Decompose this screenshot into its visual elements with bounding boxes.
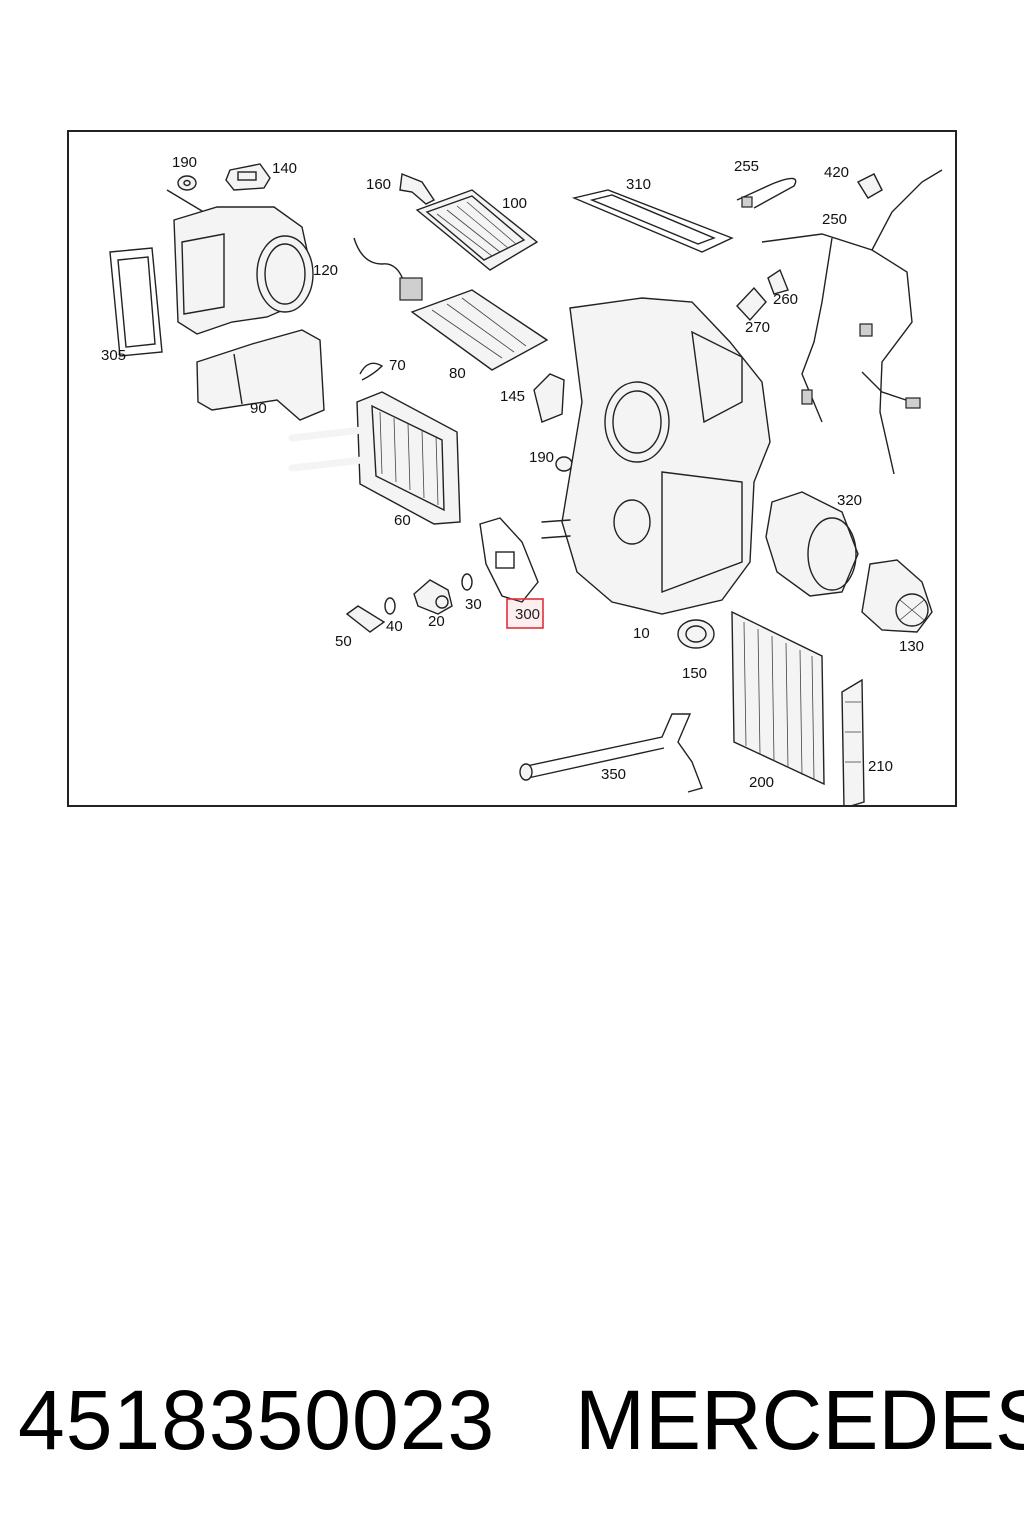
part-270-grommet [736, 286, 767, 322]
exploded-parts-diagram: 190 140 160 100 310 255 420 250 120 305 … [101, 154, 943, 805]
parts-diagram-frame: 190 140 160 100 310 255 420 250 120 305 … [67, 130, 957, 807]
callout-255: 255 [734, 158, 759, 175]
callout-270: 270 [745, 319, 770, 336]
part-160-connector [399, 173, 436, 205]
callout-40: 40 [386, 618, 403, 635]
part-40-o-ring [384, 597, 396, 615]
callout-320: 320 [837, 492, 862, 509]
part-80-filter [353, 237, 549, 371]
callout-200: 200 [749, 774, 774, 791]
callout-190-top: 190 [172, 154, 197, 171]
footer: 4518350023 MERCEDES [0, 1370, 1024, 1470]
part-120-blower-housing [173, 206, 314, 335]
part-210-bracket [841, 678, 865, 805]
part-10-main-housing [541, 297, 771, 615]
callout-190-middle: 190 [529, 449, 554, 466]
callout-350: 350 [601, 766, 626, 783]
callout-300: 300 [515, 606, 540, 623]
part-90-duct [196, 329, 325, 421]
part-200-cabin-filter [731, 610, 825, 786]
callout-90: 90 [250, 400, 267, 417]
part-20-valve [413, 579, 453, 615]
callout-420: 420 [824, 164, 849, 181]
callout-140: 140 [272, 160, 297, 177]
part-260-sensor [767, 268, 789, 295]
callout-120: 120 [313, 262, 338, 279]
part-350-drain-hose [519, 713, 703, 793]
callout-70: 70 [389, 357, 406, 374]
part-250-wiring-harness [761, 169, 943, 475]
part-150-cap [677, 619, 715, 649]
part-190-washer [166, 175, 208, 215]
callout-260: 260 [773, 291, 798, 308]
callout-145: 145 [500, 388, 525, 405]
part-60-heater-core [288, 391, 461, 525]
part-50-plate [345, 605, 386, 633]
part-70-clip [359, 362, 384, 381]
callout-160: 160 [366, 176, 391, 193]
part-305-seal [109, 247, 163, 357]
brand-name: MERCEDES [575, 1373, 1024, 1467]
callout-60: 60 [394, 512, 411, 529]
callout-150: 150 [682, 665, 707, 682]
part-300-gasket [479, 517, 539, 603]
highlighted-callout-300[interactable]: 300 [506, 598, 544, 629]
callout-250: 250 [822, 211, 847, 228]
callout-50: 50 [335, 633, 352, 650]
callout-130: 130 [899, 638, 924, 655]
callout-310: 310 [626, 176, 651, 193]
part-255-cable-tie [736, 177, 797, 209]
part-310-seal [571, 189, 734, 253]
callout-20: 20 [428, 613, 445, 630]
part-100-filter [415, 189, 539, 271]
part-number: 4518350023 [18, 1373, 496, 1467]
callout-100: 100 [502, 195, 527, 212]
callout-10: 10 [633, 625, 650, 642]
callout-30: 30 [465, 596, 482, 613]
part-140-module [225, 163, 271, 191]
highlight-box [506, 598, 544, 629]
part-145-actuator [533, 373, 565, 423]
part-420-clip [856, 173, 883, 199]
part-320-fan-housing [765, 491, 859, 597]
part-190-washer-2 [555, 456, 573, 472]
part-130-blower-motor [861, 559, 933, 633]
callout-210: 210 [868, 758, 893, 775]
part-30-o-ring [461, 573, 473, 591]
callout-80: 80 [449, 365, 466, 382]
callout-305: 305 [101, 347, 126, 364]
